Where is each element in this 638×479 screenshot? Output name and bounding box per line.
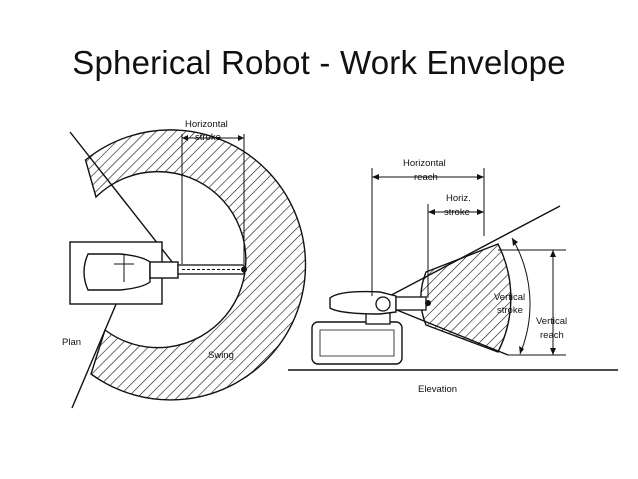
- plan-swing-label: Swing: [208, 350, 234, 361]
- plan-view: Horizontal stroke Plan Swing: [62, 119, 307, 409]
- plan-horizontal-stroke-label-1: Horizontal: [185, 119, 228, 130]
- elevation-horizontal-reach-label-2: reach: [414, 172, 438, 183]
- elevation-vertical-reach-label-1: Vertical: [536, 316, 567, 327]
- elevation-vertical-stroke-arc: [511, 237, 531, 355]
- elevation-vertical-stroke-label-2: stroke: [497, 305, 523, 316]
- plan-arm: [149, 261, 179, 279]
- elevation-horiz-stroke-label-2: stroke: [444, 207, 470, 218]
- slide-title: Spherical Robot - Work Envelope: [72, 44, 566, 81]
- elevation-base: [311, 321, 403, 365]
- elevation-work-envelope: [420, 243, 512, 353]
- elevation-arm: [395, 296, 427, 311]
- plan-robot-body: [83, 253, 151, 291]
- elevation-horizontal-reach-label-1: Horizontal: [403, 158, 446, 169]
- elevation-horiz-stroke-label-1: Horiz.: [446, 193, 471, 204]
- plan-title: Plan: [62, 337, 81, 348]
- elevation-vertical-reach-label-2: reach: [540, 330, 564, 341]
- elevation-title: Elevation: [418, 384, 457, 395]
- elevation-vertical-stroke-label-1: Vertical: [494, 292, 525, 303]
- plan-work-envelope: [84, 129, 307, 401]
- plan-horizontal-stroke-label-2: stroke: [195, 132, 221, 143]
- elevation-view: Horizontal reach Horiz. stroke Vertical …: [288, 158, 618, 395]
